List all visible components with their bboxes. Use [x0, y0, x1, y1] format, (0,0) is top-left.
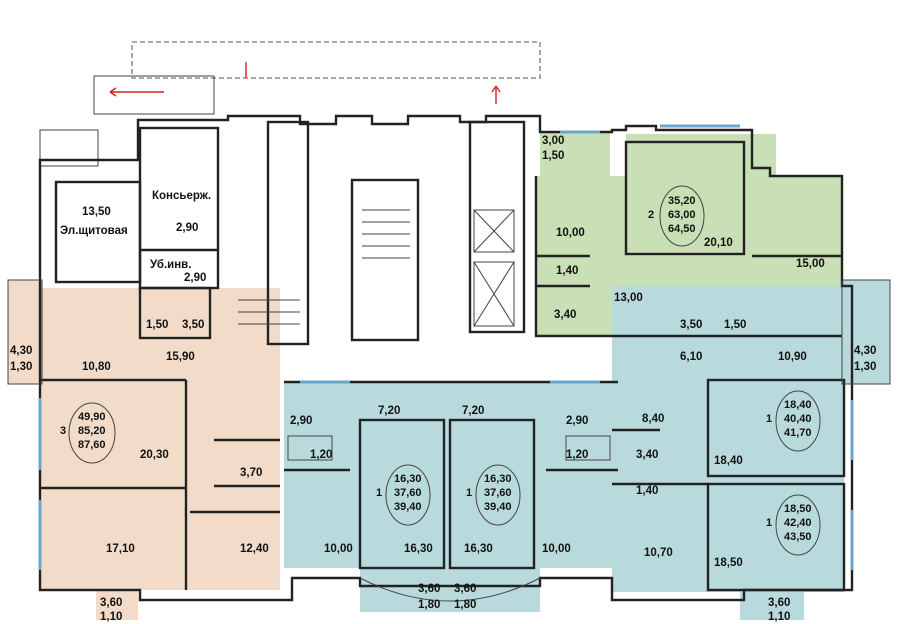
exit-arrows — [109, 62, 501, 104]
mid-l-total: 37,60 — [394, 487, 422, 499]
mid-r-full: 39,40 — [484, 501, 512, 513]
r-top-total: 40,40 — [784, 413, 812, 425]
label-m-balc-l-b: 1,80 — [418, 599, 440, 611]
label-m-balc-r-b: 1,80 — [454, 599, 476, 611]
room-labels: 13,50 Эл.щитовая Консьерж. 2,90 Уб.инв. … — [10, 135, 876, 623]
label-r-610: 6,10 — [680, 351, 702, 363]
green-rooms: 2 — [648, 209, 654, 221]
label-r-340: 3,40 — [636, 449, 658, 461]
r-bot-total: 42,40 — [784, 517, 812, 529]
label-left-balc-a: 4,30 — [10, 345, 32, 357]
r-bot-living: 18,50 — [784, 503, 812, 515]
label-r-350: 3,50 — [680, 319, 702, 331]
label-elshitovaya-area: 13,50 — [82, 206, 111, 218]
mid-l-rooms: 1 — [376, 487, 382, 499]
mid-r-rooms: 1 — [466, 487, 472, 499]
mid-r-living: 16,30 — [484, 473, 512, 485]
mid-r-total: 37,60 — [484, 487, 512, 499]
green-total: 63,00 — [668, 209, 696, 221]
label-m-720-r: 7,20 — [462, 405, 484, 417]
label-be-1240: 12,40 — [240, 543, 269, 555]
label-konserzh-area: 2,90 — [176, 222, 198, 234]
label-g-balcony-a: 3,00 — [542, 135, 564, 147]
label-r-840: 8,40 — [642, 413, 664, 425]
label-be-1710: 17,10 — [106, 543, 135, 555]
label-be-350: 3,50 — [182, 319, 204, 331]
green-living: 35,20 — [668, 195, 696, 207]
label-be-150: 1,50 — [146, 319, 168, 331]
label-m-290-r: 2,90 — [566, 415, 588, 427]
label-r-balc-a: 4,30 — [854, 345, 876, 357]
apartment-badge-texts: 35,20 2 63,00 64,50 49,90 3 85,20 87,60 … — [60, 195, 812, 543]
green-full: 64,50 — [668, 223, 696, 235]
label-g-1000: 10,00 — [556, 227, 585, 239]
label-g-balcony-b: 1,50 — [542, 150, 564, 162]
label-g-2010: 20,10 — [704, 237, 733, 249]
building-walls — [7, 41, 891, 602]
label-g-340: 3,40 — [554, 309, 576, 321]
label-r-bottom-balc-b: 1,10 — [768, 611, 790, 623]
beige-rooms: 3 — [60, 425, 66, 437]
label-be-2030: 20,30 — [140, 449, 169, 461]
label-m-120-r: 1,20 — [566, 449, 588, 461]
beige-living: 49,90 — [78, 411, 106, 423]
label-g-1300: 13,00 — [614, 292, 643, 304]
label-r-150: 1,50 — [724, 319, 746, 331]
label-left-balc-b: 1,30 — [10, 361, 32, 373]
beige-total: 85,20 — [78, 425, 106, 437]
label-m-1000-l: 10,00 — [324, 543, 353, 555]
label-be-bottom-balc-a: 3,60 — [100, 597, 122, 609]
apartment-badges — [68, 185, 821, 556]
r-top-full: 41,70 — [784, 427, 812, 439]
label-konserzh-name: Консьерж. — [152, 190, 211, 202]
label-m-720-l: 7,20 — [378, 405, 400, 417]
label-r-1070: 10,70 — [644, 547, 673, 559]
label-r-balc-b: 1,30 — [854, 361, 876, 373]
r-bot-rooms: 1 — [766, 517, 772, 529]
label-m-290-l: 2,90 — [290, 415, 312, 427]
label-m-balc-l-a: 3,60 — [418, 583, 440, 595]
label-m-balc-r-a: 3,60 — [454, 583, 476, 595]
windows — [38, 124, 854, 570]
label-be-1590: 15,90 — [166, 351, 195, 363]
label-m-1630-l: 16,30 — [404, 543, 433, 555]
label-r-140: 1,40 — [636, 485, 658, 497]
label-m-1000-r: 10,00 — [542, 543, 571, 555]
r-top-rooms: 1 — [766, 413, 772, 425]
mid-l-living: 16,30 — [394, 473, 422, 485]
label-ubinv-name: Уб.инв. — [150, 259, 191, 271]
label-ubinv-area: 2,90 — [184, 272, 206, 284]
label-r-bottom-balc-a: 3,60 — [768, 597, 790, 609]
label-r-1840: 18,40 — [714, 455, 743, 467]
r-bot-full: 43,50 — [784, 531, 812, 543]
label-g-1500: 15,00 — [796, 258, 825, 270]
label-g-140: 1,40 — [556, 265, 578, 277]
label-m-120-l: 1,20 — [310, 449, 332, 461]
label-m-1630-r: 16,30 — [464, 543, 493, 555]
label-be-370: 3,70 — [240, 467, 262, 479]
r-top-living: 18,40 — [784, 399, 812, 411]
label-r-1850: 18,50 — [714, 557, 743, 569]
label-be-1080: 10,80 — [82, 361, 111, 373]
beige-full: 87,60 — [78, 439, 106, 451]
label-be-bottom-balc-b: 1,10 — [100, 611, 122, 623]
label-elshitovaya-name: Эл.щитовая — [60, 225, 128, 237]
label-r-1090: 10,90 — [778, 351, 807, 363]
mid-l-full: 39,40 — [394, 501, 422, 513]
